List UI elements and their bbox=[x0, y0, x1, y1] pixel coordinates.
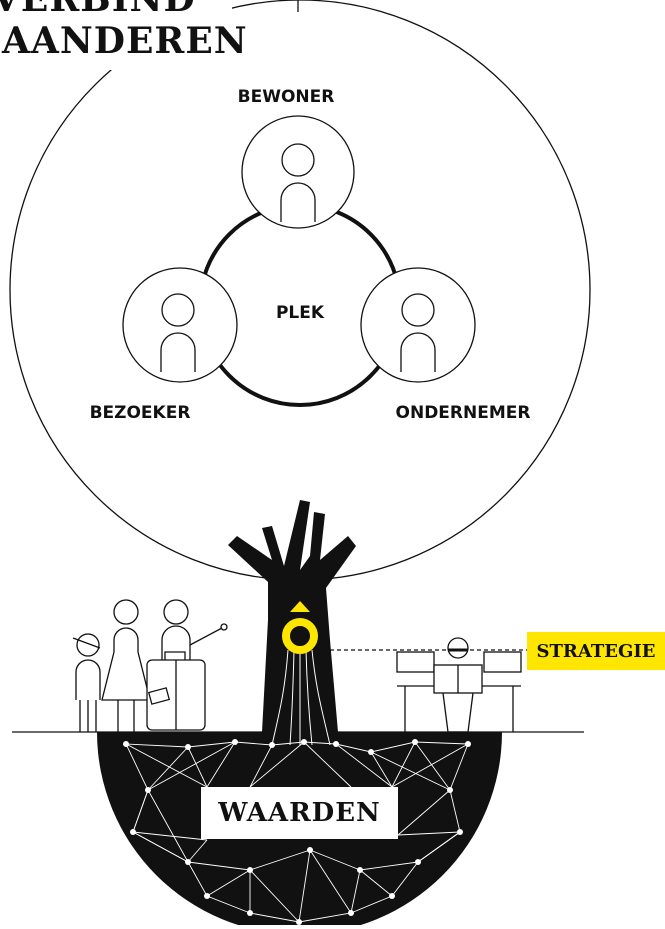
person-icon bbox=[281, 143, 315, 177]
role-label-top: BEWONER bbox=[238, 87, 335, 107]
values-nodes bbox=[123, 739, 471, 925]
title-line-2: AANDEREN bbox=[2, 20, 248, 62]
title-line-1: VERBIND bbox=[0, 0, 196, 20]
strategy-label: STRATEGIE bbox=[536, 640, 656, 662]
values-label-box: WAARDEN bbox=[201, 787, 398, 839]
persona-right bbox=[360, 267, 476, 383]
persona-top bbox=[241, 115, 355, 229]
trunk-fibers bbox=[271, 649, 331, 746]
role-label-left: BEZOEKER bbox=[90, 403, 191, 423]
title-backdrop bbox=[0, 0, 232, 70]
strategy-label-box: STRATEGIE bbox=[527, 632, 665, 670]
role-label-right: ONDERNEMER bbox=[396, 403, 531, 423]
person-icon bbox=[161, 293, 195, 327]
person-icon bbox=[401, 293, 435, 327]
bench-reader-illustration bbox=[396, 637, 522, 733]
visitor-group-illustration bbox=[72, 599, 228, 732]
center-label: PLEK bbox=[276, 303, 325, 323]
values-label: WAARDEN bbox=[218, 798, 381, 828]
persona-left bbox=[122, 267, 238, 383]
strategy-arrow-icon bbox=[290, 601, 310, 612]
tree-trunk bbox=[228, 500, 356, 732]
values-network bbox=[125, 741, 469, 923]
strategy-ring-icon bbox=[282, 618, 318, 654]
